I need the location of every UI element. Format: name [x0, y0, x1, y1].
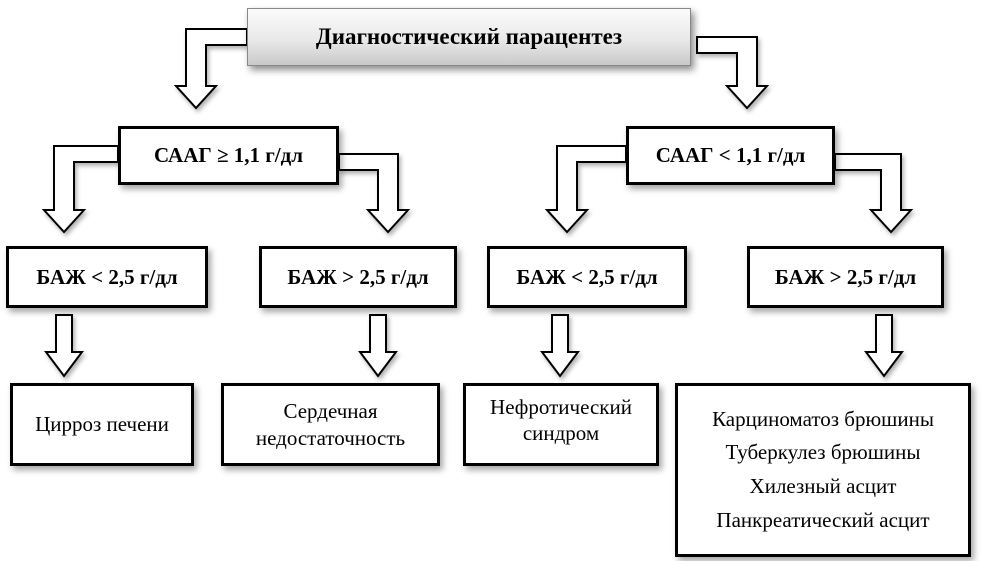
- outcome-heart-failure-line-2: недостаточность: [255, 425, 406, 450]
- ascites-protein-low-label-2: БАЖ < 2,5 г/дл: [516, 264, 658, 289]
- arrow-down-3: [540, 314, 580, 378]
- arrow-saag-lt-left: [544, 145, 627, 234]
- ascites-protein-high-box-1: БАЖ > 2,5 г/дл: [259, 246, 457, 308]
- root-box: Диагностический парацентез: [247, 8, 691, 66]
- arrow-root-left: [173, 28, 248, 110]
- saag-high-box: СААГ ≥ 1,1 г/дл: [118, 126, 339, 185]
- arrow-root-right: [696, 36, 770, 110]
- arrow-saag-lt-right: [834, 153, 914, 234]
- arrow-down-4: [864, 314, 904, 378]
- saag-low-label: СААГ < 1,1 г/дл: [655, 143, 806, 167]
- outcome-cirrhosis-label: Цирроз печени: [35, 412, 169, 437]
- outcome-heart-failure-box: Сердечная недостаточность: [221, 383, 440, 466]
- ascites-protein-low-box-1: БАЖ < 2,5 г/дл: [6, 246, 208, 308]
- outcome-malignant-box: Карциноматоз брюшины Туберкулез брюшины …: [675, 383, 971, 557]
- ascites-protein-low-box-2: БАЖ < 2,5 г/дл: [487, 246, 687, 308]
- ascites-protein-high-box-2: БАЖ > 2,5 г/дл: [747, 246, 944, 308]
- arrow-saag-ge-left: [41, 145, 119, 234]
- ascites-protein-low-label-1: БАЖ < 2,5 г/дл: [36, 264, 178, 289]
- root-label: Диагностический парацентез: [315, 24, 623, 49]
- outcome-heart-failure-line-1: Сердечная: [283, 399, 378, 424]
- outcome-nephrotic-box: Нефротический синдром: [463, 383, 659, 466]
- outcome-malignant-line-2: Туберкулез брюшины: [725, 440, 921, 465]
- arrow-saag-ge-right: [338, 153, 411, 234]
- saag-high-label: СААГ ≥ 1,1 г/дл: [153, 143, 304, 167]
- outcome-cirrhosis-box: Цирроз печени: [10, 383, 194, 466]
- outcome-nephrotic-line-1: Нефротический: [490, 395, 632, 419]
- outcome-malignant-line-3: Хилезный асцит: [749, 474, 897, 498]
- outcome-malignant-line-4: Панкреатический асцит: [716, 507, 930, 532]
- outcome-malignant-line-1: Карциноматоз брюшины: [712, 406, 934, 431]
- outcome-nephrotic-line-2: синдром: [522, 421, 600, 446]
- ascites-protein-high-label-2: БАЖ > 2,5 г/дл: [774, 264, 917, 289]
- arrow-down-1: [44, 314, 84, 378]
- ascites-protein-high-label-1: БАЖ > 2,5 г/дл: [287, 264, 429, 289]
- arrow-down-2: [358, 314, 398, 378]
- saag-low-box: СААГ < 1,1 г/дл: [626, 126, 835, 185]
